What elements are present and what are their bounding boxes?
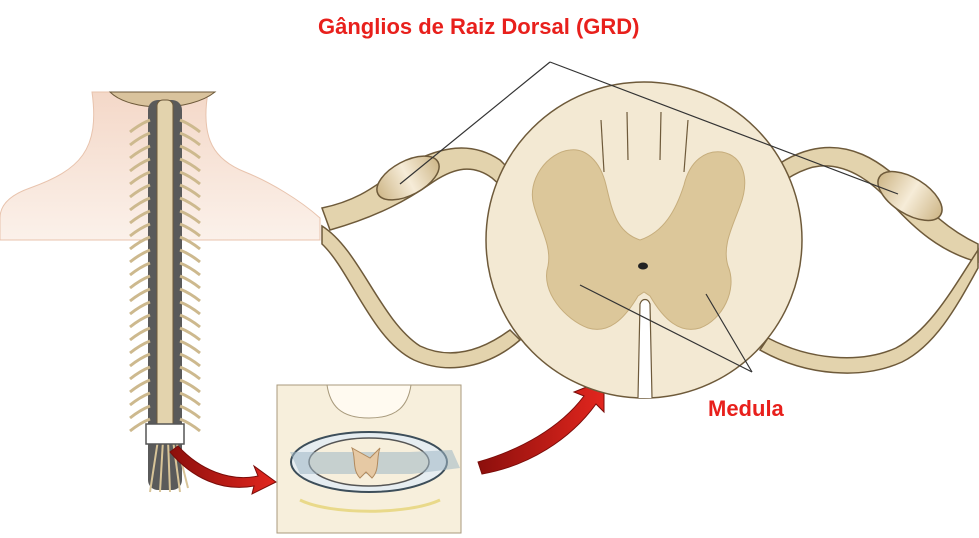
- spinal-nerve-root: [130, 380, 150, 392]
- spinal-nerve-root: [130, 302, 150, 314]
- spinal-nerve-root: [130, 367, 150, 379]
- spinal-nerve-root: [180, 289, 200, 301]
- spinal-nerve-root: [180, 263, 200, 275]
- spinal-nerve-root: [180, 315, 200, 327]
- spinal-nerve-root: [130, 354, 150, 366]
- spinal-nerve-root: [130, 263, 150, 275]
- spinal-nerve-root: [180, 380, 200, 392]
- spinal-nerve-root: [180, 354, 200, 366]
- human-back-illustration: [0, 92, 320, 492]
- arrow-to-section: [170, 446, 276, 494]
- spinal-nerve-root: [130, 328, 150, 340]
- spinal-cord-cross-section: [322, 82, 978, 398]
- spinal-nerve-root: [180, 302, 200, 314]
- spinal-cord-strand: [157, 100, 173, 440]
- section-highlight-box: [146, 424, 184, 444]
- arrow-to-enlarged-section: [478, 380, 604, 474]
- spinal-nerve-root: [180, 276, 200, 288]
- spinal-nerve-root: [130, 250, 150, 262]
- spinal-nerve-root: [130, 276, 150, 288]
- spinal-nerve-root: [180, 406, 200, 418]
- spinal-nerve-root: [130, 406, 150, 418]
- spinal-nerve-root: [130, 289, 150, 301]
- vertebra-cross-section-thumbnail: [277, 385, 461, 533]
- spinal-nerve-root: [180, 328, 200, 340]
- spinal-cord-label: Medula: [708, 396, 784, 422]
- spinal-nerve-root: [180, 367, 200, 379]
- spinal-nerve-root: [180, 250, 200, 262]
- central-canal: [638, 263, 648, 270]
- spinal-nerve-root: [130, 341, 150, 353]
- spinal-nerve-root: [130, 315, 150, 327]
- ganglia-title-label: Gânglios de Raiz Dorsal (GRD): [318, 14, 640, 40]
- anterior-median-fissure: [638, 300, 652, 399]
- spinal-nerve-root: [180, 393, 200, 405]
- spinal-nerve-root: [130, 393, 150, 405]
- spinal-nerve-root: [180, 341, 200, 353]
